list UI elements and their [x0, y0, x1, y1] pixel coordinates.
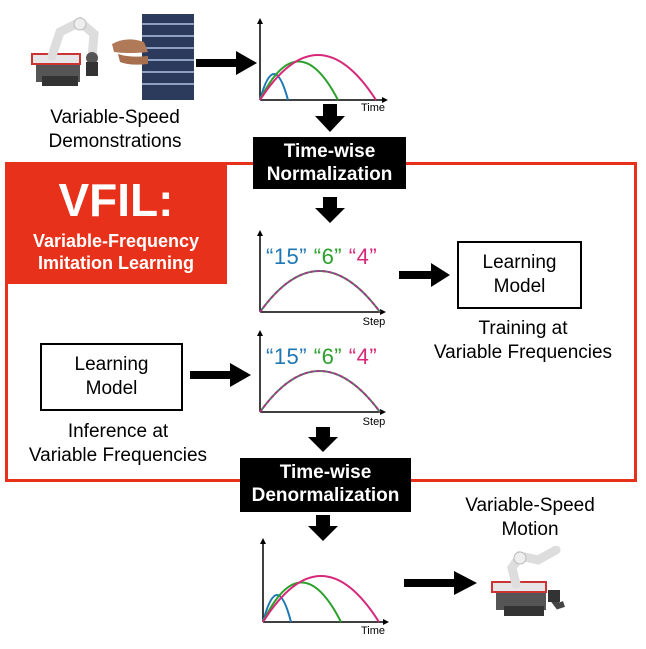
- normalization-box: Time-wise Normalization: [253, 137, 406, 189]
- demonstrations-label: Variable-Speed Demonstrations: [48, 107, 182, 152]
- vfil-title: VFIL:: [58, 174, 174, 226]
- axis-time-label-2: Time: [361, 625, 385, 637]
- axis-step-label-2: Step: [363, 416, 386, 428]
- training-learning-model-box: Learning Model: [457, 241, 582, 309]
- down-arrow-4: [308, 515, 338, 548]
- freq-label-15-inf: “15”: [266, 344, 308, 369]
- frequency-labels-training: “15” “6” “4”: [266, 244, 406, 270]
- vfil-subtitle-line1: Variable-Frequency: [32, 231, 200, 251]
- freq-label-6-inf: “6”: [313, 344, 343, 369]
- training-caption: Training at Variable Frequencies: [433, 318, 613, 363]
- vfil-subtitle-line2: Imitation Learning: [37, 253, 194, 273]
- motion-time-graph: Time: [253, 538, 393, 643]
- robot-arm-photo: [22, 14, 112, 92]
- right-arrow-inference: [190, 362, 252, 393]
- axis-step-label-1: Step: [363, 316, 386, 328]
- axis-time-label-1: Time: [361, 102, 385, 114]
- inference-step-graph: Step: [252, 330, 392, 433]
- denormalization-box: Time-wise Denormalization: [240, 458, 411, 512]
- demo-time-graph: Time: [250, 18, 390, 121]
- frequency-labels-inference: “15” “6” “4”: [266, 344, 406, 370]
- freq-label-15: “15”: [266, 244, 308, 269]
- inference-caption: Inference at Variable Frequencies: [28, 421, 208, 466]
- freq-label-4: “4”: [348, 244, 378, 269]
- inference-learning-model-box: Learning Model: [40, 343, 183, 411]
- freq-label-4-inf: “4”: [348, 344, 378, 369]
- down-arrow-1: [315, 104, 345, 139]
- human-demonstrator-photo: [108, 14, 194, 100]
- motion-label: Variable-Speed Motion: [465, 495, 595, 540]
- vfil-title-block: VFIL: Variable-Frequency Imitation Learn…: [5, 162, 227, 284]
- right-arrow-demo: [196, 50, 258, 81]
- down-arrow-3: [308, 427, 338, 458]
- right-arrow-training: [399, 263, 451, 292]
- robot-motion-photo: [486, 545, 578, 624]
- training-step-graph: Step: [252, 230, 392, 333]
- down-arrow-2: [315, 197, 345, 230]
- right-arrow-motion: [404, 570, 478, 601]
- freq-label-6: “6”: [313, 244, 343, 269]
